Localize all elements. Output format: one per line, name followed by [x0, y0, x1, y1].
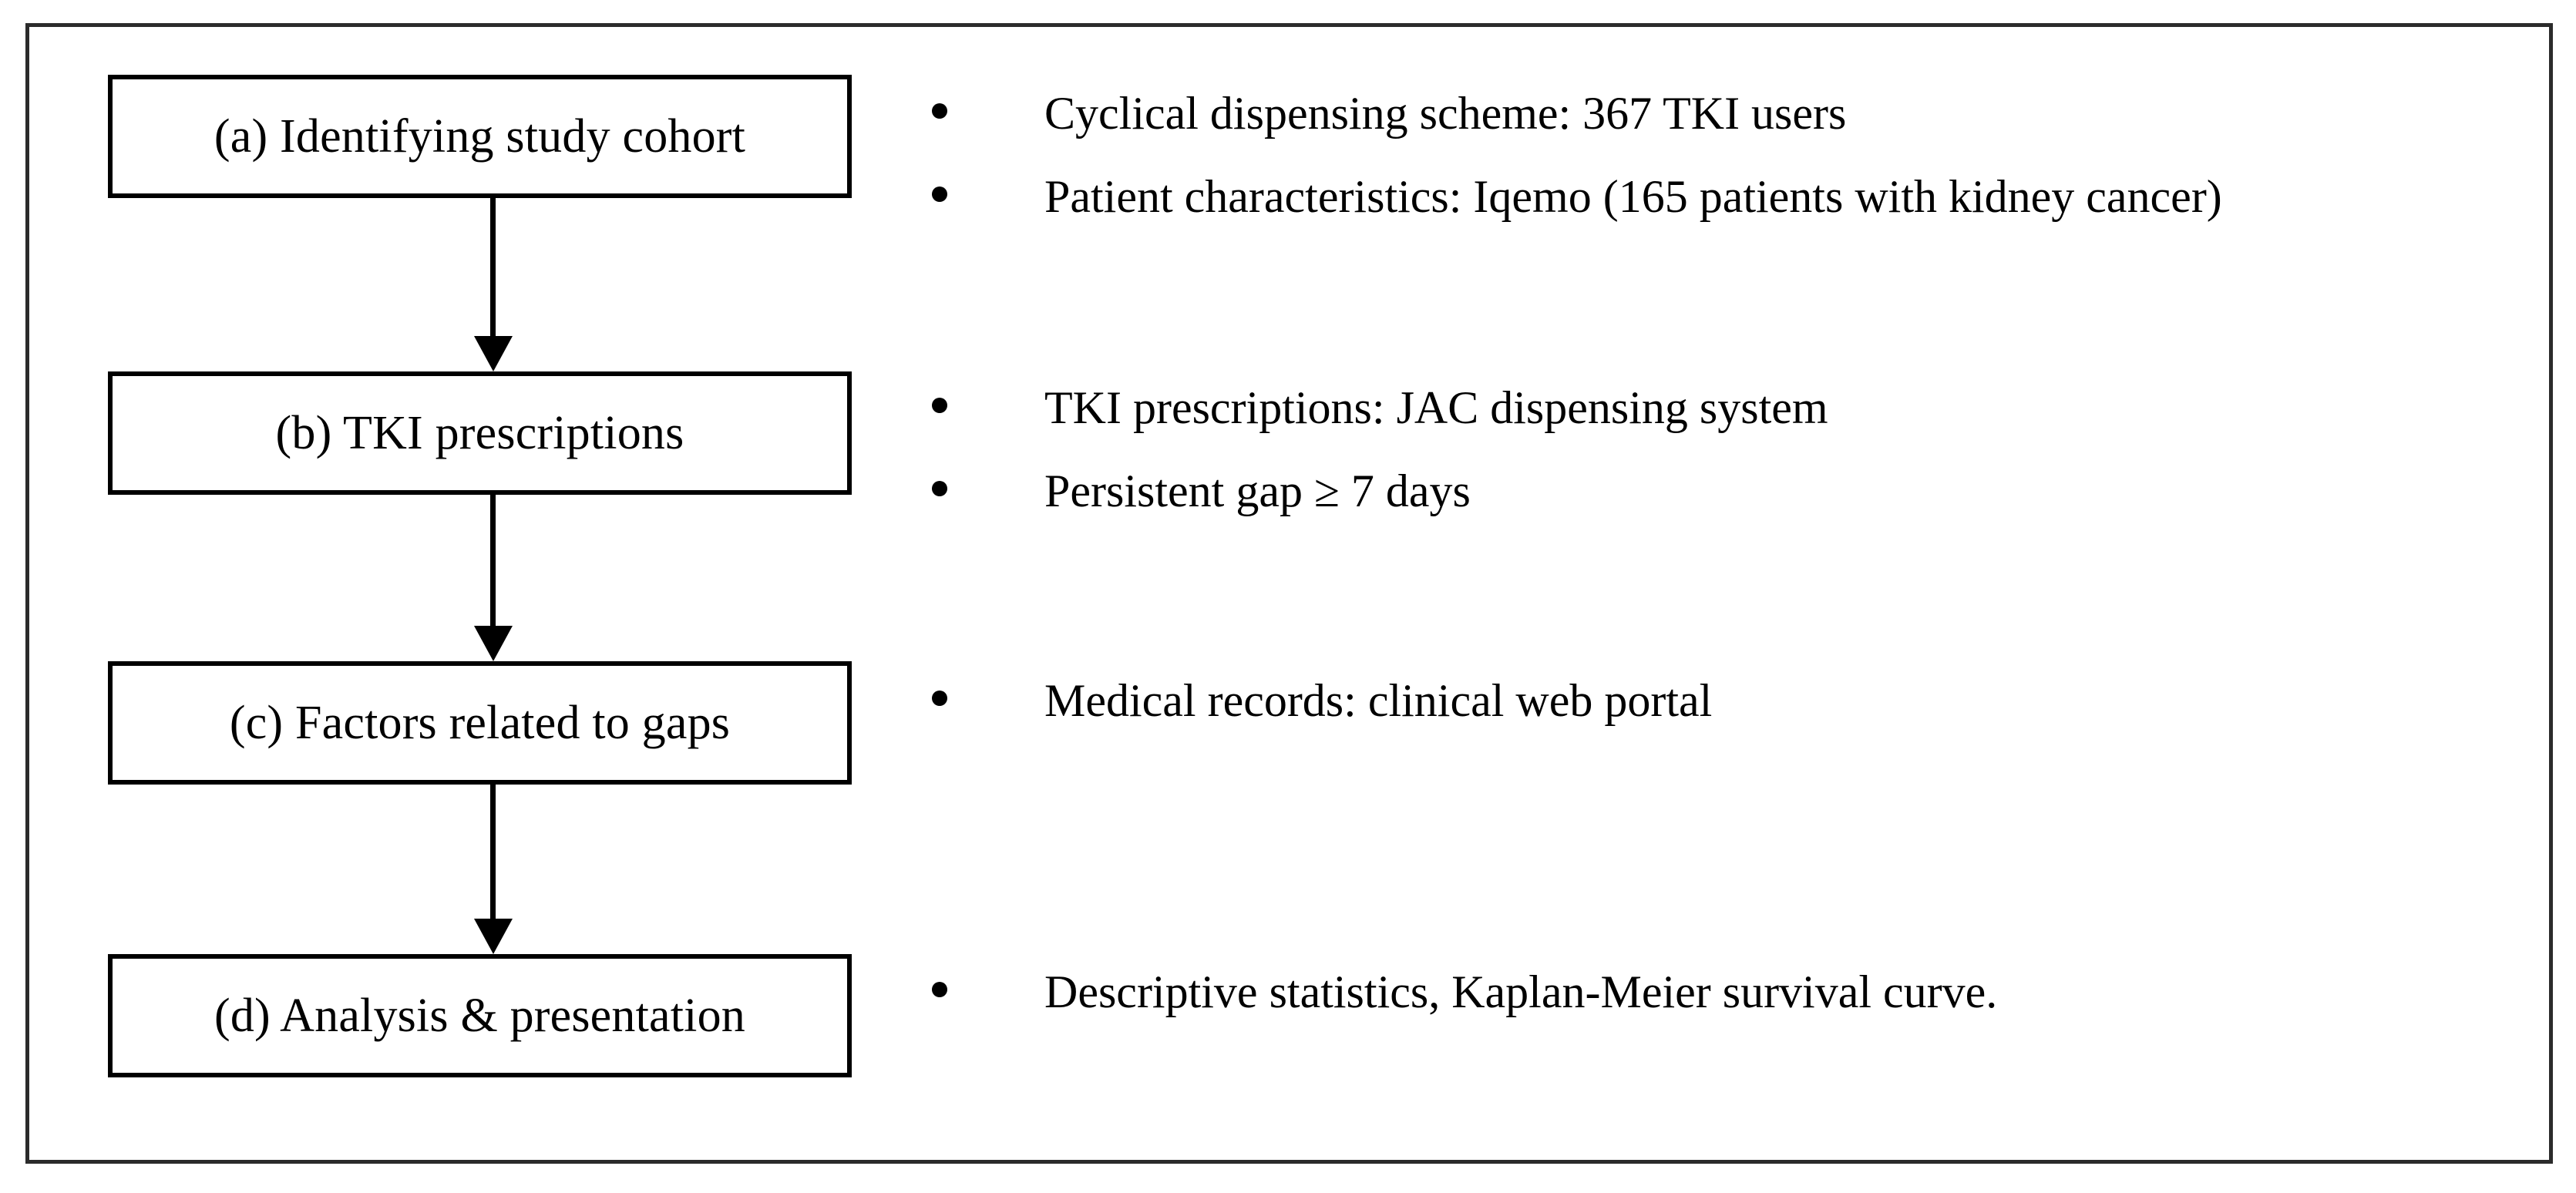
list-item: Persistent gap ≥ 7 days	[921, 462, 2524, 519]
flow-box-d: (d) Analysis & presentation	[108, 954, 852, 1077]
bullet-dot-icon	[932, 398, 947, 413]
bullet-group-d: Descriptive statistics, Kaplan-Meier sur…	[921, 963, 2524, 1020]
bullet-group-a: Cyclical dispensing scheme: 367 TKI user…	[921, 85, 2524, 225]
bullet-text: Medical records: clinical web portal	[1044, 675, 1713, 726]
flow-box-c: (c) Factors related to gaps	[108, 661, 852, 785]
arrowhead-down-icon	[474, 626, 513, 661]
flow-box-b-label: (b) TKI prescriptions	[275, 407, 684, 459]
list-item: Patient characteristics: Iqemo (165 pati…	[921, 168, 2524, 225]
list-item: TKI prescriptions: JAC dispensing system	[921, 379, 2524, 436]
connector-a-to-b	[472, 198, 515, 371]
bullet-group-c: Medical records: clinical web portal	[921, 672, 2524, 729]
bullet-dot-icon	[932, 103, 947, 119]
flow-box-a: (a) Identifying study cohort	[108, 75, 852, 198]
flow-box-a-label: (a) Identifying study cohort	[214, 110, 746, 163]
connector-a-to-b-line	[490, 198, 496, 338]
bullet-text: Descriptive statistics, Kaplan-Meier sur…	[1044, 966, 1998, 1017]
connector-b-to-c-line	[490, 495, 496, 628]
bullet-dot-icon	[932, 691, 947, 706]
list-item: Cyclical dispensing scheme: 367 TKI user…	[921, 85, 2524, 142]
flow-box-d-label: (d) Analysis & presentation	[214, 990, 745, 1042]
arrowhead-down-icon	[474, 919, 513, 954]
bullet-text: Persistent gap ≥ 7 days	[1044, 465, 1471, 516]
connector-b-to-c	[472, 495, 515, 661]
arrowhead-down-icon	[474, 336, 513, 371]
bullet-text: Cyclical dispensing scheme: 367 TKI user…	[1044, 88, 1847, 139]
connector-c-to-d	[472, 785, 515, 954]
list-item: Medical records: clinical web portal	[921, 672, 2524, 729]
bullet-text: Patient characteristics: Iqemo (165 pati…	[1044, 171, 2222, 222]
bullet-group-b: TKI prescriptions: JAC dispensing system…	[921, 379, 2524, 519]
flow-box-c-label: (c) Factors related to gaps	[229, 697, 731, 749]
bullet-dot-icon	[932, 481, 947, 496]
connector-c-to-d-line	[490, 785, 496, 921]
flow-box-b: (b) TKI prescriptions	[108, 371, 852, 495]
list-item: Descriptive statistics, Kaplan-Meier sur…	[921, 963, 2524, 1020]
bullet-dot-icon	[932, 187, 947, 202]
bullet-dot-icon	[932, 982, 947, 997]
bullet-text: TKI prescriptions: JAC dispensing system	[1044, 382, 1828, 433]
